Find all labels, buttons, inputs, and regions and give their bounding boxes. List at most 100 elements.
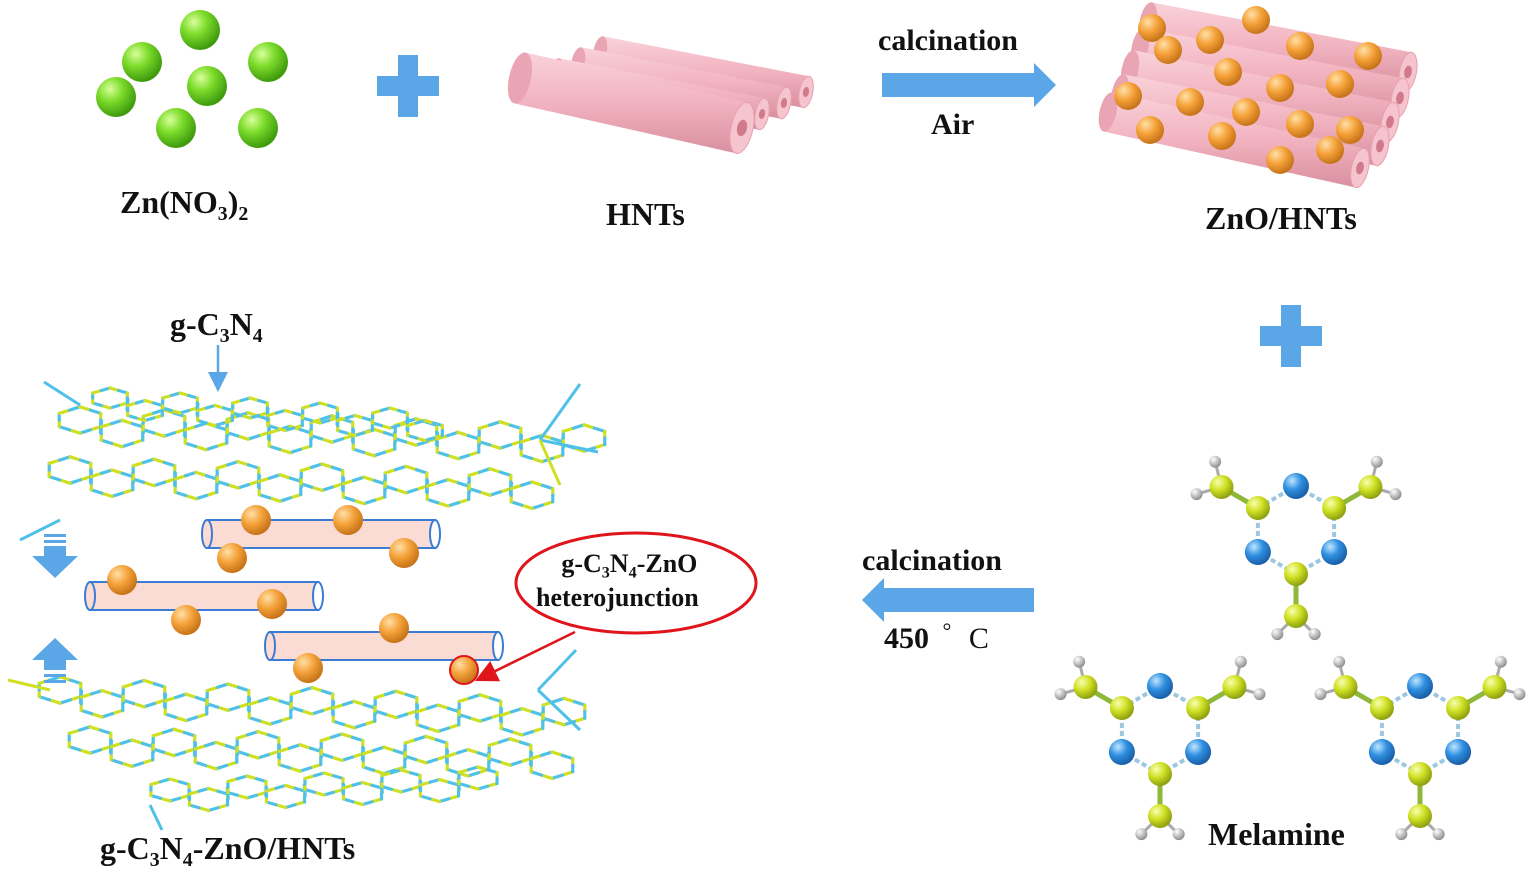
halloysite-tube	[507, 52, 755, 154]
carbon-atom	[1148, 762, 1172, 786]
gc3n4-sheet-bottom	[7, 648, 587, 831]
zn-sphere	[248, 42, 288, 82]
amino-group	[1148, 804, 1172, 828]
zno-nanoparticle	[1176, 88, 1204, 116]
nitrogen-atom	[1147, 673, 1173, 699]
zno-nanoparticle	[171, 605, 201, 635]
zno-nanoparticle	[389, 538, 419, 568]
hydrogen-atom	[1314, 688, 1327, 701]
zn-sphere	[180, 10, 220, 50]
zno-nanoparticle	[107, 565, 137, 595]
nitrogen-atom	[1244, 539, 1271, 565]
zn-sphere	[156, 108, 196, 148]
heterojunction-label: g-C3N4-ZnO heterojunction	[536, 547, 699, 615]
plus-icon	[1260, 305, 1322, 367]
nitrogen-atom	[1283, 473, 1309, 499]
zn-sphere	[187, 66, 227, 106]
hydrogen-atom	[1513, 688, 1526, 701]
zno-hnts-label: ZnO/HNTs	[1205, 200, 1357, 236]
carbon-atom	[1109, 696, 1134, 720]
heterojunction-line2: heterojunction	[536, 583, 699, 612]
hydrogen-atom	[1073, 655, 1086, 668]
gc3n4-label: g-C3N4	[170, 306, 263, 347]
carbon-atom	[1245, 496, 1270, 520]
stacking-arrow-up	[32, 638, 78, 683]
degree-symbol: °	[942, 618, 952, 643]
stacking-arrow-down	[32, 534, 78, 578]
carbon-atom	[1446, 696, 1471, 720]
heterojunction-pointer-arrow	[474, 630, 576, 682]
hydrogen-atom	[1253, 688, 1266, 701]
melamine-molecules	[1054, 455, 1526, 841]
carbon-atom	[1369, 696, 1394, 720]
nitrogen-atom	[1445, 739, 1472, 765]
temperature-value: 450	[884, 622, 929, 655]
hydrogen-atom	[1494, 655, 1507, 668]
calcination-label-bottom: calcination	[862, 544, 1002, 577]
zno-nanoparticle	[1326, 70, 1354, 98]
hydrogen-atom	[1333, 655, 1346, 668]
zno-nanoparticle	[1266, 146, 1294, 174]
calcination-label-top: calcination	[878, 24, 1018, 57]
heterojunction-line1: g-C3N4-ZnO	[561, 549, 698, 582]
nitrogen-atom	[1108, 739, 1135, 765]
zno-nanoparticle	[1136, 116, 1164, 144]
hydrogen-atom	[1209, 455, 1222, 468]
hydrogen-atom	[1395, 828, 1408, 841]
heterojunction-callout	[514, 531, 758, 635]
carbon-atom	[1186, 696, 1211, 720]
melamine-molecule	[1190, 455, 1402, 641]
product-label: g-C3N4-ZnO/HNTs	[100, 830, 356, 871]
zno-nanoparticle	[1138, 14, 1166, 42]
zno-nanoparticle	[1336, 116, 1364, 144]
zno-nanoparticle	[379, 613, 409, 643]
melamine-label: Melamine	[1208, 816, 1345, 852]
carbon-atom	[1322, 496, 1347, 520]
amino-group	[1358, 475, 1383, 499]
zn-sphere	[238, 108, 278, 148]
zno-nanoparticle	[1286, 110, 1314, 138]
amino-group	[1284, 604, 1308, 628]
calcination-arrow-left	[862, 578, 1034, 622]
hydrogen-atom	[1308, 628, 1321, 641]
zno-nanoparticle	[1354, 42, 1382, 70]
zn-sphere	[122, 42, 162, 82]
zno-nanoparticle	[1242, 6, 1270, 34]
nitrogen-atom	[1407, 673, 1433, 699]
hydrogen-atom	[1135, 828, 1148, 841]
amino-group	[1482, 675, 1507, 699]
zno-nanoparticle	[293, 653, 323, 683]
zinc-nitrate-label: Zn(NO3)2	[120, 184, 249, 225]
zno-nanoparticle	[217, 543, 247, 573]
hydrogen-atom	[1190, 488, 1203, 501]
zno-nanoparticle	[333, 505, 363, 535]
hydrogen-atom	[1271, 628, 1284, 641]
nitrogen-atom	[1368, 739, 1395, 765]
zno-nanoparticle	[257, 589, 287, 619]
zno-nanoparticle	[1286, 32, 1314, 60]
zno-hnts-composite	[1098, 2, 1418, 189]
nitrogen-atom	[1321, 539, 1348, 565]
zno-nanoparticle	[1232, 98, 1260, 126]
zno-nanoparticle	[1208, 122, 1236, 150]
zno-nanoparticle	[1154, 36, 1182, 64]
zinc-nitrate-spheres	[96, 10, 288, 148]
carbon-atom	[1284, 562, 1308, 586]
gc3n4-sheet-top	[19, 380, 607, 542]
zno-nanoparticle	[1316, 136, 1344, 164]
nitrogen-atom	[1185, 739, 1212, 765]
zn-sphere	[96, 77, 136, 117]
celsius-unit: C	[968, 622, 989, 655]
melamine-molecule	[1314, 655, 1526, 841]
hnts-tube-bundle	[507, 36, 814, 154]
amino-group	[1209, 475, 1234, 499]
amino-group	[1408, 804, 1432, 828]
amino-group	[1333, 675, 1358, 699]
calcination-arrow-right	[882, 63, 1056, 107]
hydrogen-atom	[1389, 488, 1402, 501]
plus-icon	[377, 55, 439, 117]
zno-nanoparticle	[1266, 74, 1294, 102]
hydrogen-atom	[1172, 828, 1185, 841]
hydrogen-atom	[1234, 655, 1247, 668]
